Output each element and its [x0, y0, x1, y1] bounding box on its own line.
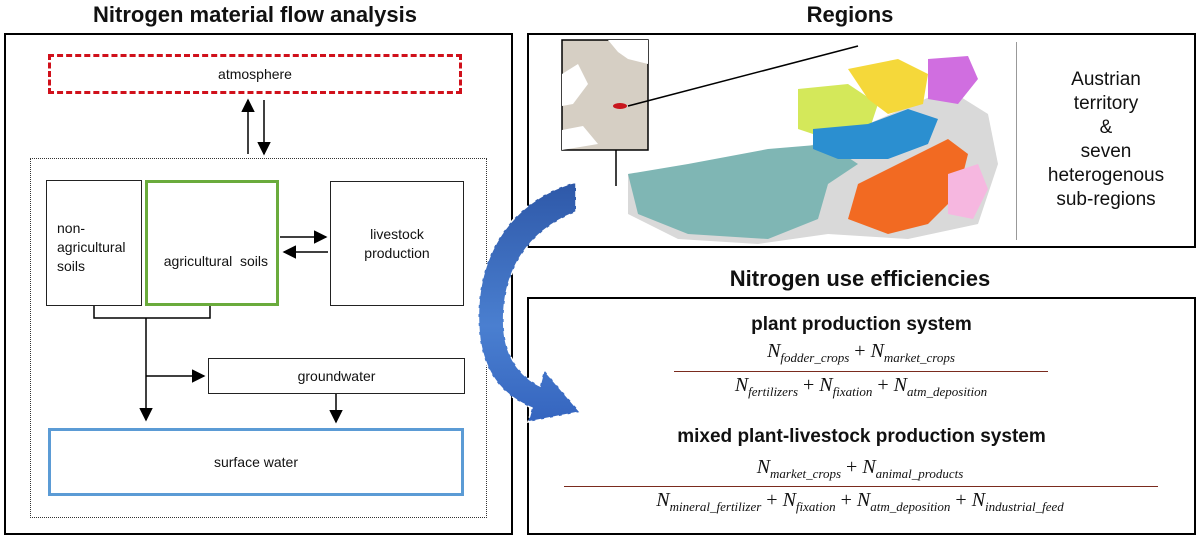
- plant-num-b: market_crops: [883, 350, 955, 365]
- regions-line1: Austrian: [1071, 69, 1141, 90]
- plant-den-b: fixation: [832, 384, 873, 399]
- non-agri-line2: agricultural: [57, 239, 126, 255]
- connecting-curved-arrow: [477, 181, 582, 423]
- regions-description: Austrian territory & seven heterogenous …: [1018, 60, 1194, 220]
- plant-den-a: fertilizers: [748, 384, 799, 399]
- regions-title: Regions: [806, 2, 894, 27]
- nue-title: Nitrogen use efficiencies: [729, 266, 991, 291]
- mfa-title: Nitrogen material flow analysis: [93, 2, 417, 27]
- atmosphere-label: atmosphere: [218, 66, 292, 82]
- flow-arrows: [93, 98, 343, 424]
- europe-sea: [562, 40, 648, 150]
- region-purple: [928, 56, 978, 104]
- non-agricultural-soils-box: non- agricultural soils: [46, 180, 142, 306]
- regions-panel: [527, 33, 1196, 248]
- surface-water-box: surface water: [48, 428, 464, 496]
- regions-line2: territory: [1073, 93, 1139, 114]
- regions-line3: &: [1099, 117, 1113, 138]
- groundwater-box: groundwater: [208, 358, 465, 394]
- surface-water-label: surface water: [213, 454, 299, 470]
- mfa-panel: [4, 33, 513, 535]
- region-pink: [948, 164, 988, 219]
- mixed-fraction-bar: [564, 486, 1158, 487]
- plant-fraction-bar: [674, 371, 1048, 372]
- nue-panel: [527, 297, 1196, 535]
- mixed-num-b: animal_products: [875, 466, 964, 481]
- non-agri-line1: non-: [57, 220, 86, 236]
- mixed-den-c: atm_deposition: [870, 499, 951, 514]
- regions-line5: heterogenous: [1047, 165, 1165, 186]
- curved-arrow-body: [477, 181, 582, 423]
- plant-den-c: atm_deposition: [906, 384, 988, 399]
- mixed-system-title: mixed plant-livestock production system: [677, 426, 1046, 447]
- regions-map: [561, 39, 998, 244]
- livestock-production-box: livestock production: [330, 181, 464, 306]
- groundwater-label: groundwater: [297, 368, 376, 384]
- region-teal: [628, 144, 858, 239]
- mixed-den-b: fixation: [795, 499, 836, 514]
- livestock-line2: production: [364, 244, 430, 261]
- plant-num-a: fodder_crops: [780, 350, 850, 365]
- plant-numerator: Nfodder_crops + Nmarket_crops: [767, 340, 955, 365]
- regions-line4: seven: [1080, 141, 1132, 162]
- mixed-numerator: Nmarket_crops + Nanimal_products: [756, 456, 964, 481]
- inset-leader-1: [627, 45, 859, 107]
- region-blue: [813, 109, 938, 159]
- atmosphere-box: atmosphere: [48, 54, 462, 94]
- regions-divider: [1016, 42, 1017, 240]
- mixed-denominator: Nmineral_fertilizer + Nfixation + Natm_d…: [656, 489, 1064, 514]
- mixed-den-a: mineral_fertilizer: [669, 499, 762, 514]
- region-yellow: [848, 59, 928, 114]
- mixed-num-a: market_crops: [770, 466, 842, 481]
- plant-denominator: Nfertilizers + Nfixation + Natm_depositi…: [734, 374, 988, 399]
- soils-bracket: [93, 306, 211, 319]
- plant-system-title: plant production system: [751, 314, 972, 335]
- agricultural-soils-box: agricultural soils: [145, 180, 279, 306]
- mixed-den-d: industrial_feed: [985, 499, 1064, 514]
- regions-line6: sub-regions: [1056, 189, 1156, 210]
- non-agri-line3: soils: [57, 258, 86, 274]
- austria-marker: [613, 103, 627, 109]
- agricultural-soils-label: agricultural soils: [163, 253, 269, 269]
- livestock-line1: livestock: [370, 225, 424, 242]
- region-orange: [848, 139, 968, 234]
